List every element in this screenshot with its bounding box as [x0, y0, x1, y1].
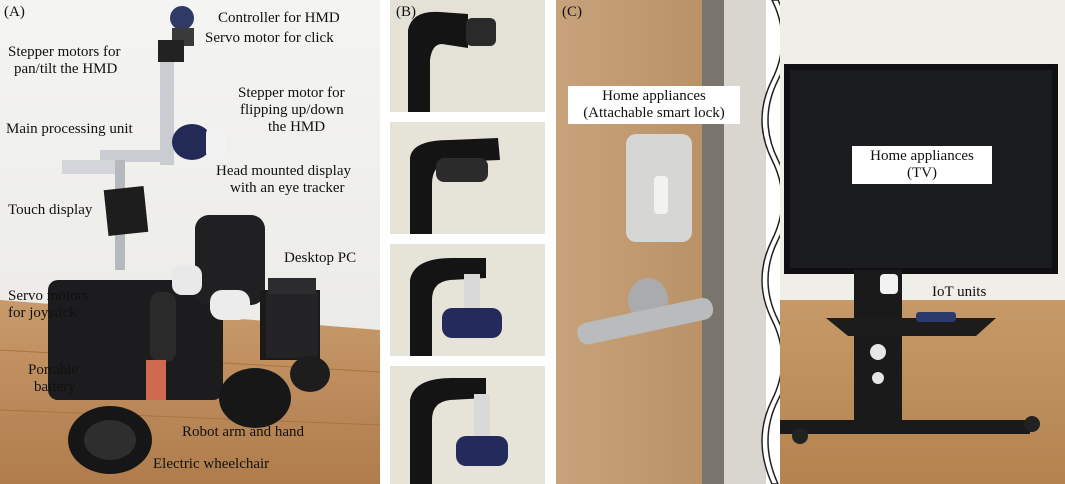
label-servo-joystick-1: Servo motors [8, 288, 89, 304]
label-smart-lock-line1: Home appliances [602, 88, 706, 104]
label-touch-display: Touch display [8, 202, 93, 218]
label-servo-joystick-2: for joystick [8, 305, 77, 321]
label-smart-lock-line2: (Attachable smart lock) [583, 105, 725, 121]
panel-c-letter: (C) [562, 4, 582, 20]
label-robot-arm: Robot arm and hand [182, 424, 305, 440]
label-hmd-1: Head mounted display [216, 163, 351, 179]
label-controller-for-hmd: Controller for HMD [218, 10, 340, 26]
label-servo-motor-click: Servo motor for click [205, 30, 334, 46]
label-tv-line2: (TV) [907, 165, 937, 181]
panel-c: (C) Home appliances (Attachable smart lo… [556, 0, 1065, 484]
panel-a-photo [0, 0, 380, 484]
label-portable-battery-1: Portable [28, 362, 78, 378]
label-tv: Home appliances (TV) [852, 146, 992, 184]
label-stepper-flip-2: flipping up/down [240, 102, 344, 118]
label-stepper-pan-1: Stepper motors for [8, 44, 121, 60]
panel-b: (B) [390, 0, 545, 484]
panel-a-letter: (A) [4, 4, 25, 20]
label-smart-lock: Home appliances (Attachable smart lock) [568, 86, 740, 124]
label-iot-units: IoT units [932, 284, 987, 300]
label-portable-battery-2: battery [34, 379, 76, 395]
label-tv-line1: Home appliances [870, 148, 974, 164]
label-stepper-flip-3: the HMD [268, 119, 326, 135]
label-stepper-pan-2: pan/tilt the HMD [14, 61, 118, 77]
label-main-processing-unit: Main processing unit [6, 121, 133, 137]
panel-b-photos [390, 0, 545, 484]
panel-b-letter: (B) [396, 4, 416, 20]
label-electric-wheelchair: Electric wheelchair [153, 456, 270, 472]
label-desktop-pc: Desktop PC [284, 250, 357, 266]
panel-a: (A) Controller for HMD Servo motor for c… [0, 0, 380, 484]
panel-c-photo [556, 0, 1065, 484]
label-stepper-flip-1: Stepper motor for [238, 85, 345, 101]
label-hmd-2: with an eye tracker [230, 180, 345, 196]
